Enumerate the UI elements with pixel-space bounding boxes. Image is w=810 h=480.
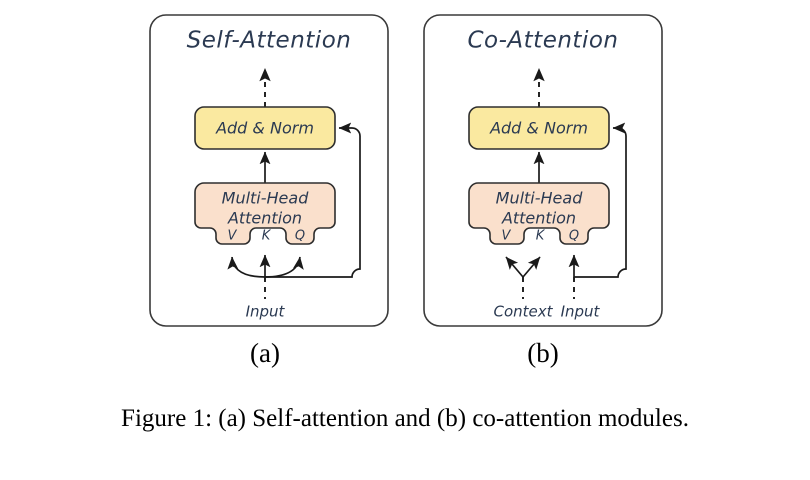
input-label-co: Input: [561, 303, 601, 321]
residual-wire-self: [265, 122, 361, 278]
panel-self-attention: Self-Attention Add & Norm Multi-Head Att…: [149, 14, 389, 327]
port-v-label-self: V: [228, 229, 238, 244]
add-norm-label-self: Add & Norm: [215, 119, 314, 138]
wire-context-to-k-co: [522, 256, 541, 278]
wire-input-to-v-self: [227, 256, 266, 278]
attention-box-co: [468, 182, 610, 245]
add-norm-label-co: Add & Norm: [489, 119, 588, 138]
port-k-label-self: K: [262, 229, 272, 244]
panel-self-attention-border: [149, 14, 389, 327]
attention-box-self: [194, 182, 336, 245]
port-q-label-co: Q: [569, 229, 579, 244]
attention-label-line2-co: Attention: [501, 209, 576, 228]
input-label-self: Input: [246, 303, 286, 321]
attention-label-line1-co: Multi-Head: [496, 189, 584, 208]
panel-co-attention: Co-Attention Add & Norm Multi-Head Atten…: [423, 14, 663, 327]
add-norm-box-self: [194, 106, 336, 150]
attention-label-line2-self: Attention: [227, 209, 302, 228]
panel-co-attention-border: [423, 14, 663, 327]
residual-wire-co: [574, 122, 627, 278]
figure-caption: Figure 1: (a) Self-attention and (b) co-…: [121, 405, 689, 432]
sublabel-b: (b): [527, 338, 559, 368]
context-label-co: Context: [493, 303, 553, 321]
port-k-label-co: K: [536, 229, 546, 244]
add-norm-box-co: [468, 106, 610, 150]
attention-modules-diagram: Self-Attention Add & Norm Multi-Head Att…: [149, 14, 663, 327]
panel-self-attention-title: Self-Attention: [187, 28, 352, 54]
wire-context-to-v-co: [505, 256, 524, 278]
port-q-label-self: Q: [295, 229, 305, 244]
port-v-label-co: V: [502, 229, 512, 244]
figure-area: Self-Attention Add & Norm Multi-Head Att…: [149, 14, 663, 368]
attention-label-line1-self: Multi-Head: [222, 189, 310, 208]
sublabel-a: (a): [250, 338, 280, 368]
panel-co-attention-title: Co-Attention: [468, 28, 619, 54]
